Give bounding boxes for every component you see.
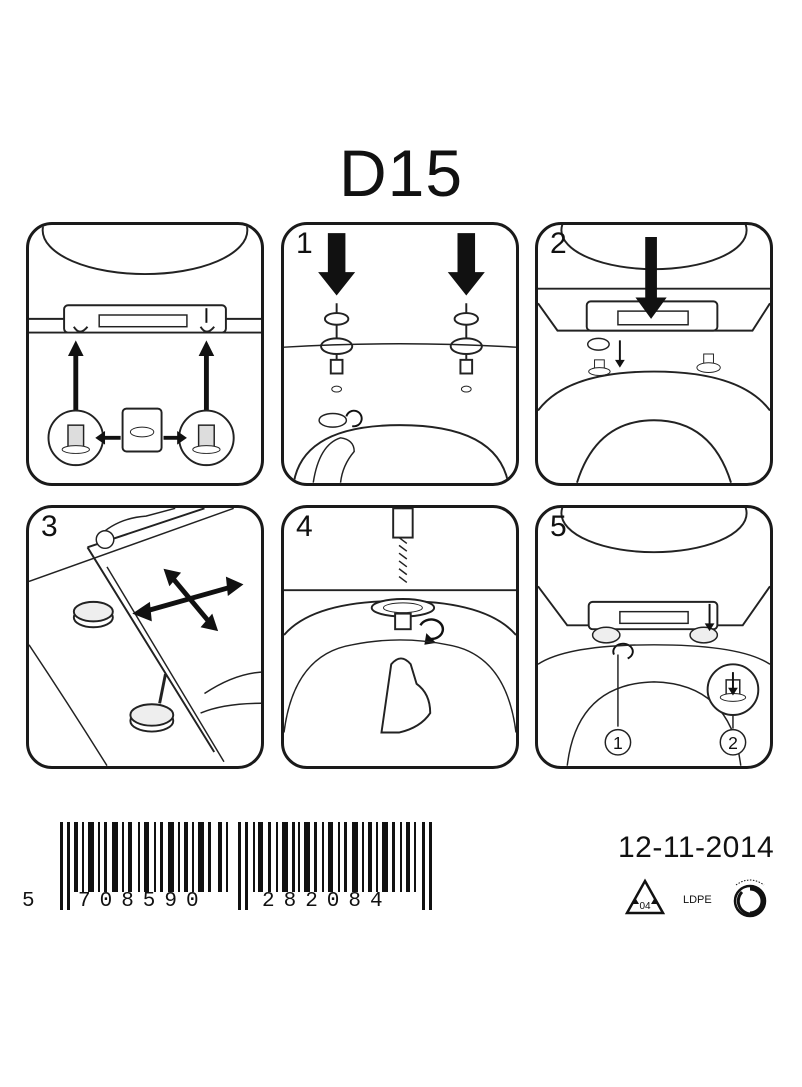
step-1-number: 1	[296, 227, 313, 260]
step-3-illustration	[29, 508, 261, 766]
barcode	[60, 822, 432, 910]
step-2-number: 2	[550, 227, 567, 260]
callout-1: 1	[613, 733, 623, 753]
step-5-panel: 5 1 2	[535, 505, 773, 769]
recycling-triangle-icon: 04	[624, 878, 666, 915]
step-2-panel: 2	[535, 222, 773, 486]
product-code-title: D15	[338, 136, 464, 210]
step-3-number: 3	[41, 510, 58, 543]
material-label: LDPE	[683, 894, 712, 906]
recycling-code: 04	[639, 901, 651, 912]
green-dot-icon	[733, 879, 767, 918]
step-5-illustration: 1 2	[538, 508, 770, 766]
step-5-number: 5	[550, 510, 567, 543]
step-1-illustration	[284, 233, 516, 483]
step-4-number: 4	[296, 510, 313, 543]
overview-illustration	[29, 225, 261, 467]
barcode-group-1: 708590	[78, 890, 208, 913]
step-2-illustration	[538, 225, 770, 483]
overview-panel	[26, 222, 264, 486]
print-date: 12-11-2014	[618, 831, 775, 864]
step-3-panel: 3	[26, 505, 264, 769]
step-1-panel: 1	[281, 222, 519, 486]
barcode-group-2: 282084	[262, 890, 392, 913]
step-4-illustration	[284, 508, 516, 734]
step-4-panel: 4	[281, 505, 519, 769]
callout-2: 2	[728, 733, 738, 753]
barcode-first-digit: 5	[22, 890, 35, 913]
